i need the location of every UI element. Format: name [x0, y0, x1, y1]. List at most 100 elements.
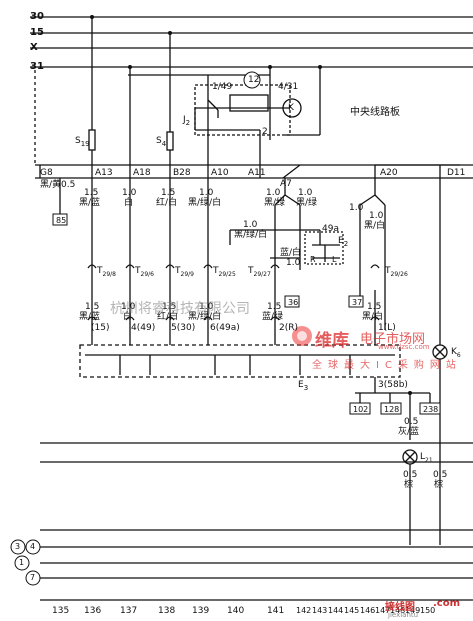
column-139: 139 [192, 606, 210, 616]
column-136: 136 [84, 606, 102, 616]
column-149: 149 [405, 606, 421, 615]
connector-hook-1 [87, 264, 97, 269]
logo-url: www.dzsc.com [378, 343, 430, 351]
lower-wire-4-size: 1.0 [199, 302, 214, 312]
lower-wire-5-pin: 2(R) [279, 323, 299, 333]
relay-pin-2: 2 [262, 127, 268, 137]
connector-t29-25: T29/25 [213, 266, 236, 278]
terminal-boxes [52, 213, 441, 415]
wire-g8: 黑/黄0.5 [40, 180, 76, 190]
relay-name: J2 [183, 115, 191, 127]
wire-switch-in-color: 黑/绿/白 [234, 230, 268, 240]
switch-e2-name: E2 [338, 236, 349, 248]
column-138: 138 [158, 606, 176, 616]
pin-58b: 3(58b) [378, 380, 408, 390]
brown-wire-1-color: 棕 [404, 480, 414, 490]
column-150: 150 [420, 606, 436, 615]
terminal-d11: D11 [447, 168, 466, 178]
board-title: 中央线路板 [350, 107, 400, 118]
wire-a13-size: 1.5 [84, 188, 99, 198]
circle-1: 1 [19, 558, 25, 567]
relay-pin-4-31: 4/31 [278, 82, 299, 92]
relay-number: 12 [248, 75, 260, 85]
lower-wire-6-size: 1.5 [367, 302, 382, 312]
rail-label-15: 15 [30, 27, 44, 38]
wire-a10-size: 1.0 [199, 188, 214, 198]
column-135: 135 [52, 606, 70, 616]
relay-k-circle [282, 98, 302, 118]
brown-wire-2-size: 0.5 [433, 470, 448, 480]
wire-a20-color: 黑/白 [364, 221, 386, 231]
lower-wire-2-size: 1.0 [121, 302, 136, 312]
terminal-a7: A7 [280, 179, 292, 189]
terminal-b28: B28 [173, 168, 191, 178]
wire-a18-size: 1.0 [122, 188, 137, 198]
terminal-a11: A11 [248, 168, 266, 178]
fuse-s4 [166, 131, 174, 151]
circle-3: 3 [15, 542, 21, 551]
relay-coil [229, 94, 269, 112]
logo2-small: jiexiantu [388, 611, 419, 619]
logo-brand: 维库 [315, 331, 349, 351]
logo-graphic [292, 326, 312, 346]
lower-wire-3-size: 1.5 [162, 302, 177, 312]
column-143: 143 [312, 606, 328, 615]
column-140: 140 [227, 606, 245, 616]
logo2-url: .com [433, 598, 461, 609]
box-37: 37 [352, 298, 363, 307]
wire-a7-2-color: 黑/绿 [296, 198, 318, 208]
lower-wire-3-pin: 5(30) [171, 323, 196, 333]
wire-a13-color: 黑/蓝 [79, 198, 101, 208]
lower-wire-5-color: 蓝/绿 [262, 312, 284, 322]
lower-wire-1-pin: (15) [91, 323, 110, 333]
wire-a7-2-size: 1.0 [298, 188, 313, 198]
logo-slogan: 全球最大IC采购网站 [312, 360, 462, 371]
brown-wire-2-color: 棕 [434, 480, 444, 490]
column-147: 147 [375, 606, 391, 615]
relay-pin-1-49: 1/49 [212, 82, 233, 92]
box-85: 85 [56, 216, 67, 225]
rail-label-31: 31 [30, 61, 44, 72]
wire-switch-out-size: 1.0 [286, 258, 301, 268]
rail-label-x: X [30, 42, 38, 53]
lamp-l21-label: L21 [420, 452, 433, 464]
connector-t29-27: T29/27 [248, 266, 271, 278]
lower-wire-4-color: 黑/绿/白 [188, 312, 222, 322]
fuse-s19 [88, 129, 96, 151]
column-137: 137 [120, 606, 138, 616]
bottom-circles [10, 539, 41, 586]
lamp-k6-label: K6 [451, 347, 461, 359]
box-102: 102 [353, 405, 369, 414]
column-141: 141 [267, 606, 285, 616]
wire-a7-1-color: 黑/绿 [264, 198, 286, 208]
wire-b28-size: 1.5 [161, 188, 176, 198]
column-148: 148 [390, 606, 406, 615]
terminal-g8: G8 [40, 168, 53, 178]
wire-b28-color: 红/白 [156, 198, 178, 208]
lower-wire-6-color: 黑/白 [362, 312, 384, 322]
lower-wire-6-pin: 1(L) [378, 323, 396, 333]
wire-58b-size: 0.5 [404, 417, 419, 427]
lower-wire-4-pin: 6(49a) [210, 323, 240, 333]
watermark-text: 杭州将睿科技有限公司 [110, 301, 250, 317]
lower-wire-2-pin: 4(49) [131, 323, 156, 333]
terminal-a10: A10 [211, 168, 229, 178]
terminal-a20: A20 [380, 168, 398, 178]
splice-dots [90, 15, 412, 395]
wire-a18-color: 白 [124, 198, 134, 208]
circle-4: 4 [30, 542, 36, 551]
column-144: 144 [328, 606, 344, 615]
relay-j2-box [194, 84, 291, 136]
wire-a10-color: 黑/绿/白 [188, 198, 222, 208]
connector-t29-26: T29/26 [385, 266, 408, 278]
circle-7: 7 [30, 573, 36, 582]
connector-t29-6: T29/6 [135, 266, 154, 278]
box-238: 238 [423, 405, 439, 414]
lower-wire-1-size: 1.5 [85, 302, 100, 312]
switch-e2-box [304, 231, 344, 265]
brown-wire-1-size: 0.5 [403, 470, 418, 480]
column-145: 145 [344, 606, 360, 615]
column-142: 142 [296, 606, 312, 615]
combo-switch-label: E3 [298, 380, 309, 392]
